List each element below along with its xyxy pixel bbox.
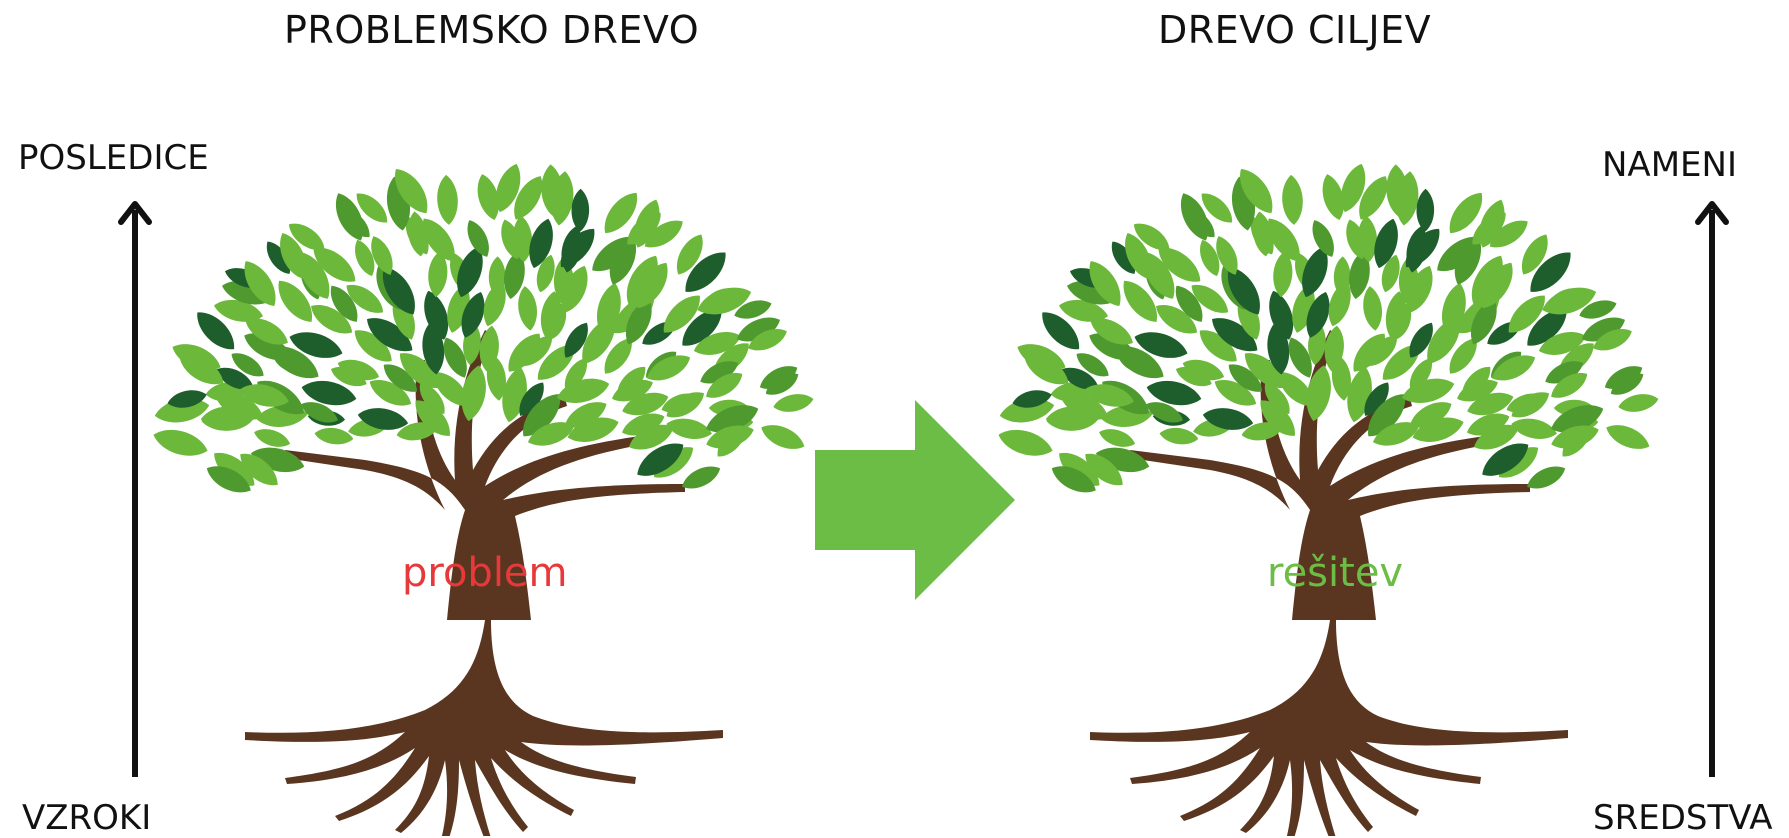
canopy-leaves [995,160,1661,500]
leaf-icon [1616,390,1661,416]
leaf-icon [1280,174,1305,226]
leaf-icon [1416,188,1435,232]
right-bottom-label: SREDSTVA [1593,798,1773,838]
leaf-icon [150,423,211,462]
leaf-icon [678,460,724,495]
leaf-icon [771,390,816,416]
solution-word: rešitev [1267,550,1404,596]
problem-tree-title: PROBLEMSKO DREVO [284,8,700,52]
leaf-icon [757,418,809,456]
left-top-label: POSLEDICE [18,138,209,178]
leaf-icon [435,174,460,226]
leaf-icon [313,425,355,447]
leaf-icon [1158,425,1200,447]
objective-tree-title: DREVO CILJEV [1158,8,1432,52]
leaf-icon [251,424,293,452]
leaf-icon [1523,460,1569,495]
leaf-icon [571,188,590,232]
problem-tree-illustration [150,160,816,836]
leaf-icon [515,284,540,332]
leaf-icon [1602,418,1654,456]
leaf-icon [995,423,1056,462]
problem-word: problem [402,550,568,596]
leaf-icon [1360,284,1385,332]
left-bottom-label: VZROKI [22,798,152,838]
right-axis-arrow [1695,201,1729,777]
transform-arrow-icon [815,400,1015,600]
right-top-label: NAMENI [1602,145,1737,185]
canopy-leaves [150,160,816,500]
left-axis-arrow [118,201,152,777]
leaf-icon [1096,424,1138,452]
objective-tree-illustration [995,160,1661,836]
